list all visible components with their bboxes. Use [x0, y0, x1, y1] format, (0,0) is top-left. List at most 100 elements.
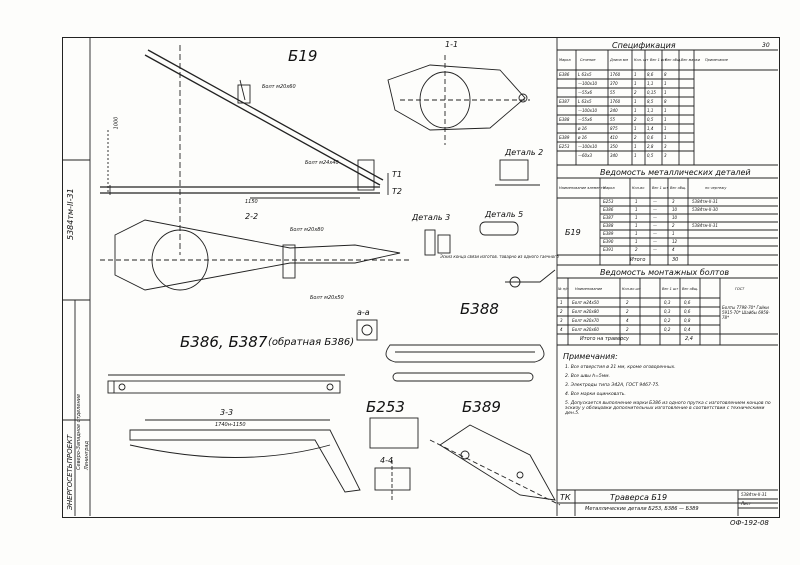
- bolt-cell: 2: [626, 309, 629, 314]
- parts-header: Вес 1 шт: [652, 186, 669, 190]
- parts-cell: Б389: [603, 231, 614, 236]
- spec-cell: 1: [634, 72, 637, 77]
- callout-bolt-m24x40: Болт м24х40: [305, 160, 339, 166]
- notes-title: Примечания:: [563, 352, 618, 361]
- parts-header: по чертежу: [705, 186, 727, 190]
- spec-cell: 8: [664, 99, 667, 104]
- parts-cell: 1: [635, 199, 638, 204]
- spec-cell: 1: [634, 126, 637, 131]
- spec-cell: 0,15: [647, 90, 656, 95]
- title-block-tk: ТК: [560, 493, 571, 502]
- spec-cell: 0,6: [647, 135, 654, 140]
- spec-cell: 2: [634, 90, 637, 95]
- spec-cell: Б386: [559, 72, 570, 77]
- parts-cell: Б388: [603, 223, 614, 228]
- spec-cell: —55х6: [578, 90, 593, 95]
- spec-cell: 340: [610, 153, 618, 158]
- bolt-header: Вес 1 шт: [662, 287, 679, 291]
- view-title-b253: Б253: [366, 398, 405, 416]
- view-title-4-4: 4-4: [380, 456, 394, 465]
- spec-header: Сечение: [580, 58, 596, 62]
- spec-cell: ø 16: [578, 135, 587, 140]
- parts-cell: —: [653, 199, 657, 204]
- view-title-3-3: 3-3: [220, 408, 234, 417]
- spec-cell: 3: [664, 153, 667, 158]
- parts-header: Наименование элемента: [559, 186, 605, 190]
- spec-cell: 1760: [610, 99, 621, 104]
- parts-cell: —: [653, 231, 657, 236]
- spec-cell: 3: [664, 144, 667, 149]
- bolt-cell: 0,8: [684, 318, 691, 323]
- spec-cell: Б253: [559, 144, 570, 149]
- spec-cell: 0,5: [647, 117, 654, 122]
- spec-cell: 55: [610, 117, 616, 122]
- spec-table-title: Спецификация: [612, 41, 676, 50]
- note-item: 4. Все марки оцинковать.: [565, 392, 626, 397]
- spec-cell: 2: [634, 117, 637, 122]
- bolts-total-label: Итого на траверсу: [580, 336, 629, 342]
- title-block-project-code: 5384тм-II-31: [741, 492, 767, 497]
- parts-cell: 1: [635, 215, 638, 220]
- spec-cell: 2: [634, 135, 637, 140]
- bolt-cell: Болт м24х50: [572, 300, 599, 305]
- bolts-table-title: Ведомость монтажных болтов: [600, 268, 730, 277]
- parts-cell: 12: [672, 239, 678, 244]
- view-title-b389: Б389: [462, 398, 501, 416]
- parts-cell: 2: [672, 223, 675, 228]
- parts-cell: Б387: [603, 215, 614, 220]
- parts-cell: —: [653, 207, 657, 212]
- title-block-line-1: Траверса Б19: [610, 493, 668, 502]
- parts-total-label: Итого: [630, 257, 646, 263]
- parts-cell: Б390: [603, 239, 614, 244]
- spec-header: Вес 1 шт: [650, 58, 667, 62]
- spec-header: Марка: [559, 58, 571, 62]
- parts-header: Вес общ.: [670, 186, 687, 190]
- detail-2-label: Деталь 2: [505, 148, 544, 157]
- spec-cell: 1: [634, 108, 637, 113]
- spec-cell: —100х10: [578, 108, 598, 113]
- parts-cell: 1: [635, 207, 638, 212]
- spec-cell: 2,8: [647, 144, 654, 149]
- side-stamp-city: Ленинград: [84, 441, 90, 470]
- note-item: 1. Все отверстия ø 21 мм, кроме оговорен…: [565, 365, 676, 370]
- note-item: 3. Электроды типа Э42А, ГОСТ 9467-75.: [565, 383, 660, 388]
- spec-cell: 240: [610, 108, 618, 113]
- spec-cell: 55: [610, 90, 616, 95]
- spec-cell: 1: [664, 126, 667, 131]
- spec-cell: 1: [634, 99, 637, 104]
- bolt-header: Наименование: [575, 287, 603, 291]
- spec-cell: 1: [664, 117, 667, 122]
- parts-cell: Б391: [603, 247, 614, 252]
- parts-cell: 1: [635, 239, 638, 244]
- spec-header: Вес марки: [681, 58, 700, 62]
- bolt-cell: Болт м20х80: [572, 309, 599, 314]
- spec-cell: —60х3: [578, 153, 593, 158]
- bolt-cell: 2: [560, 309, 563, 314]
- bolt-cell: 0,3: [664, 300, 671, 305]
- parts-cell: 5384тм-II-31: [692, 199, 718, 204]
- view-title-b388: Б388: [460, 300, 499, 318]
- parts-cell: 4: [672, 247, 675, 252]
- spec-header: Кол. шт: [634, 58, 649, 62]
- parts-cell: 1: [635, 223, 638, 228]
- parts-cell: 3: [672, 199, 675, 204]
- sheet-number: 30: [762, 42, 770, 49]
- title-block-line-2: Металлические детали Б253, Б386 — Б389: [585, 506, 699, 512]
- spec-cell: Б387: [559, 99, 570, 104]
- spec-cell: 1: [664, 90, 667, 95]
- callout-bolt-m20x60: Болт м20х60: [262, 84, 296, 90]
- parts-table-title: Ведомость металлических деталей: [600, 168, 751, 177]
- bolt-header: Вес общ.: [682, 287, 699, 291]
- drawing-code-vertical: 5384тм-II-31: [66, 188, 75, 240]
- parts-cell: Б386: [603, 207, 614, 212]
- bolt-cell: 0,6: [684, 309, 691, 314]
- view-title-b19: Б19: [288, 47, 318, 65]
- spec-cell: 0,5: [647, 153, 654, 158]
- view-title-b386-b387: Б386, Б387: [180, 333, 268, 351]
- detail-3-label: Деталь 3: [412, 213, 451, 222]
- spec-cell: 1: [634, 144, 637, 149]
- spec-header: Примечание: [705, 58, 728, 62]
- bolt-cell: 0,2: [664, 318, 671, 323]
- parts-cell: 5384тм-II-30: [692, 207, 718, 212]
